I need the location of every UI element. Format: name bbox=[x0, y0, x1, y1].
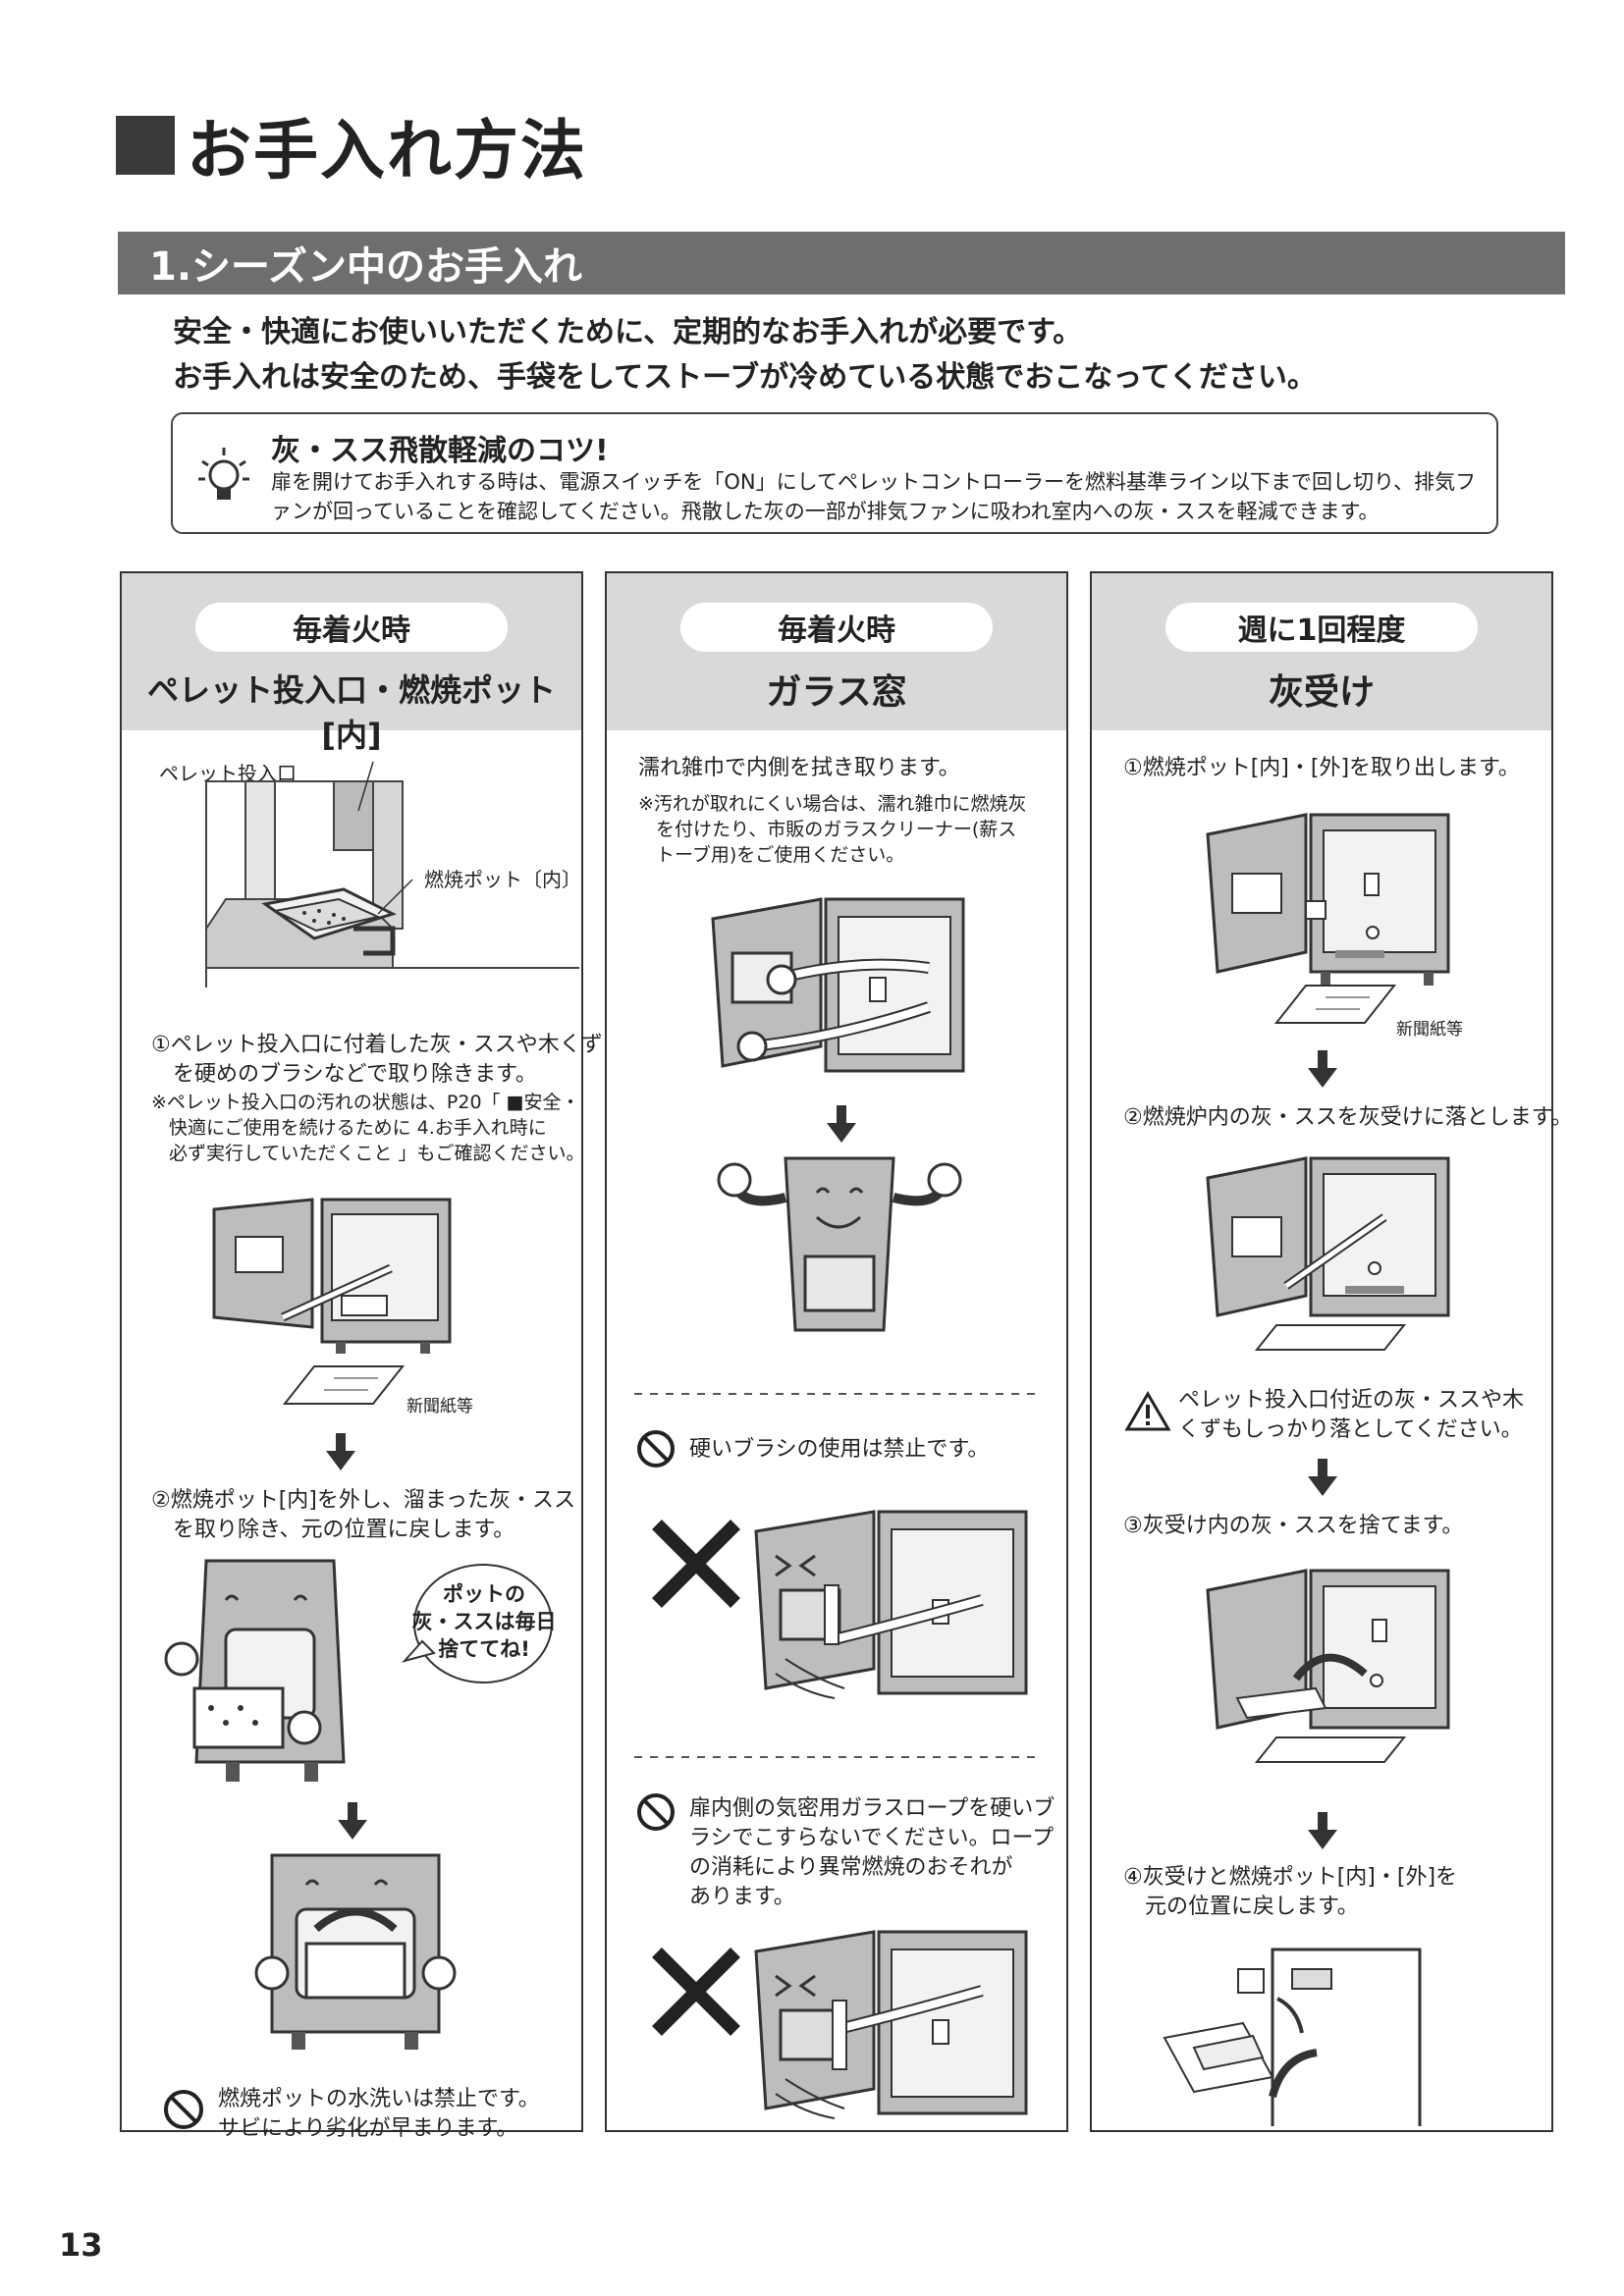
prohibited-icon bbox=[164, 2090, 203, 2129]
newspaper-icon bbox=[282, 1365, 406, 1405]
section-header: 1.シーズン中のお手入れ bbox=[118, 232, 1565, 294]
arrow-down-icon bbox=[1308, 1050, 1337, 1088]
column-3-caution: ペレット投入口付近の灰・ススや木 くずもしっかり落としてください。 bbox=[1178, 1388, 1525, 1442]
label-newspaper-1: 新聞紙等 bbox=[406, 1397, 473, 1416]
column-1-step-1: ①ペレット投入口に付着した灰・ススや木くず を硬めのブラシなどで取り除きます。 bbox=[151, 1033, 603, 1087]
column-1-step-2: ②燃焼ポット[内]を外し、溜まった灰・スス を取り除き、元の位置に戻します。 bbox=[151, 1488, 576, 1542]
column-2-header bbox=[607, 573, 1066, 730]
frequency-badge-2: 毎着火時 bbox=[680, 603, 993, 652]
return-tray-pot-illustration bbox=[1163, 1948, 1422, 2126]
column-2-title: ガラス窓 bbox=[766, 672, 907, 713]
page-title: お手入れ方法 bbox=[116, 106, 587, 188]
dashed-divider bbox=[634, 1756, 1043, 1758]
label-burn-pot-inner: 燃焼ポット〔内〕 bbox=[424, 868, 581, 891]
stove-brush-illustration bbox=[212, 1198, 452, 1354]
column-3-step-4: ④灰受けと燃焼ポット[内]・[外]を 元の位置に戻します。 bbox=[1123, 1865, 1458, 1919]
stove-remove-pot-illustration bbox=[1206, 813, 1450, 986]
frequency-badge-3: 週に1回程度 bbox=[1165, 603, 1478, 652]
arrow-down-icon bbox=[1308, 1812, 1337, 1849]
arrow-down-icon bbox=[338, 1802, 367, 1840]
column-2-step-1: 濡れ雑巾で内側を拭き取ります。 bbox=[638, 756, 960, 780]
column-3-step-2: ②燃焼炉内の灰・ススを灰受けに落とします。 bbox=[1123, 1105, 1573, 1130]
stove-character-return-pot-illustration bbox=[254, 1853, 457, 2050]
dashed-divider bbox=[634, 1393, 1043, 1395]
speech-bubble bbox=[402, 1564, 553, 1683]
title-square-icon bbox=[116, 116, 175, 175]
page-number: 13 bbox=[59, 2226, 103, 2264]
column-3-step-3: ③灰受け内の灰・ススを捨てます。 bbox=[1123, 1514, 1464, 1538]
column-2-note: ※汚れが取れにくい場合は、濡れ雑巾に燃焼灰 を付けたり、市販のガラスクリーナー(… bbox=[638, 793, 1027, 866]
column-2-warning-2: 扉内側の気密用ガラスロープを硬いブ ラシでこすらないでください。ロープ の消耗に… bbox=[689, 1796, 1056, 1909]
column-2-warning-1: 硬いブラシの使用は禁止です。 bbox=[689, 1437, 990, 1462]
intro-text: 安全・快適にお使いいただくために、定期的なお手入れが必要です。 お手入れは安全の… bbox=[173, 315, 1317, 395]
column-glass-window bbox=[605, 571, 1068, 2132]
arrow-down-icon bbox=[326, 1433, 355, 1470]
newspaper-icon bbox=[1273, 985, 1397, 1024]
lightbulb-icon bbox=[198, 448, 249, 500]
column-3-step-1: ①燃焼ポット[内]・[外]を取り出します。 bbox=[1123, 756, 1520, 780]
glass-rope-prohibited-illustration bbox=[754, 1930, 1028, 2119]
x-mark-icon bbox=[652, 1948, 740, 2036]
tip-title: 灰・スス飛散軽減のコツ! bbox=[271, 434, 609, 468]
speech-bubble-text: ポットの 灰・ススは毎日 捨ててね! bbox=[411, 1582, 557, 1661]
prohibited-icon bbox=[637, 1430, 675, 1468]
column-1-warning: 燃焼ポットの水洗いは禁止です。 サビにより劣化が早まります。 bbox=[218, 2087, 540, 2141]
frequency-badge-1: 毎着火時 bbox=[195, 603, 508, 652]
stove-brush-ash-illustration bbox=[1206, 1156, 1450, 1351]
arrow-down-icon bbox=[827, 1105, 856, 1143]
tip-body: 扉を開けてお手入れする時は、電源スイッチを「ON」にしてペレットコントローラーを… bbox=[271, 470, 1477, 523]
arrow-down-icon bbox=[1308, 1459, 1337, 1496]
label-newspaper-2: 新聞紙等 bbox=[1396, 1020, 1463, 1040]
wipe-glass-illustration bbox=[711, 897, 965, 1073]
stove-empty-ash-tray-illustration bbox=[1206, 1569, 1450, 1763]
column-1-header bbox=[122, 573, 581, 730]
x-mark-icon bbox=[652, 1520, 740, 1608]
happy-stove-character-illustration bbox=[717, 1156, 962, 1332]
hard-brush-prohibited-illustration bbox=[754, 1510, 1028, 1699]
column-1-title: ペレット投入口・燃焼ポット[内] bbox=[146, 671, 556, 754]
stove-character-pot-illustration bbox=[164, 1559, 346, 1782]
pellet-inlet-illustration bbox=[205, 761, 579, 988]
column-3-title: 灰受け bbox=[1268, 672, 1375, 713]
tip-box bbox=[171, 412, 1498, 534]
column-1-note: ※ペレット投入口の汚れの状態は、P20「 ■安全・ 快適にご使用を続けるために … bbox=[151, 1092, 585, 1164]
column-3-header bbox=[1092, 573, 1551, 730]
caution-triangle-icon bbox=[1124, 1391, 1171, 1431]
prohibited-icon bbox=[637, 1793, 675, 1831]
